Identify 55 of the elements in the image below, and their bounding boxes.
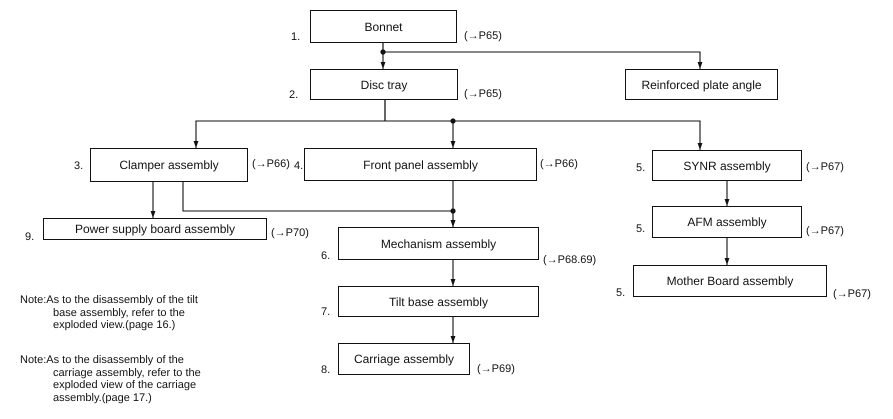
note-text: Note:As to the disassembly of the carriage assembly, refer to the exploded view of the carriage assembly.(page 17.)	[20, 354, 202, 404]
step-number: 8.	[321, 363, 330, 377]
part-name: Mechanism assembly	[380, 236, 496, 250]
page-reference: (→P68.69)	[543, 253, 596, 267]
part-name: Bonnet	[364, 20, 403, 34]
step-number: 7.	[321, 305, 330, 319]
part-name: Front panel assembly	[363, 158, 478, 172]
assembly-box	[310, 69, 458, 100]
page-reference: (→P65)	[464, 87, 502, 101]
step-number: 5.	[636, 222, 646, 236]
page-reference: (→P66)	[252, 157, 290, 171]
step-number: 2.	[289, 88, 298, 102]
part-name: Reinforced plate angle	[641, 78, 762, 92]
arrow	[724, 238, 730, 265]
step-number: 1.	[291, 30, 300, 44]
note-text: Note:As to the disassembly of the tilt base assembly, refer to the exploded view.(page 16.)	[20, 294, 199, 332]
assembly-box	[338, 227, 539, 260]
assembly-box	[304, 148, 537, 181]
page-reference: (→P65)	[464, 29, 502, 43]
assembly-box	[652, 206, 802, 238]
part-name: Disc tray	[360, 78, 408, 92]
assembly-box	[338, 343, 470, 375]
arrow	[724, 181, 730, 206]
part-name: Tilt base assembly	[389, 294, 488, 308]
page-reference: (→P67)	[806, 224, 844, 238]
step-number: 9.	[25, 230, 34, 244]
assembly-box	[625, 69, 778, 100]
assembly-box	[652, 150, 802, 181]
arrow	[450, 317, 456, 343]
step-number: 5.	[616, 286, 626, 300]
assembly-box	[338, 286, 539, 317]
part-name: Clamper assembly	[119, 158, 219, 172]
arrow	[150, 182, 156, 218]
page-reference: (→P67)	[833, 287, 871, 301]
step-number: 3.	[74, 159, 84, 173]
page-reference: (→P67)	[806, 160, 844, 174]
page-reference: (→P69)	[477, 362, 515, 376]
assembly-box	[43, 218, 267, 240]
arrow	[384, 100, 702, 150]
part-name: Carriage assembly	[354, 352, 454, 366]
assembly-box	[90, 148, 248, 182]
page-reference: (→P66)	[540, 157, 578, 171]
part-name: AFM assembly	[687, 215, 767, 229]
part-name: SYNR assembly	[683, 158, 771, 172]
part-name: Power supply board assembly	[74, 222, 236, 236]
arrow	[382, 43, 702, 69]
assembly-box	[310, 10, 457, 43]
step-number: 6.	[321, 249, 330, 263]
step-number: 5.	[636, 161, 646, 175]
arrow	[450, 260, 456, 286]
page-reference: (→P70)	[271, 226, 309, 240]
step-number: 4.	[294, 159, 304, 173]
assembly-box	[633, 265, 827, 297]
arrow	[450, 181, 456, 227]
part-name: Mother Board assembly	[666, 274, 794, 288]
